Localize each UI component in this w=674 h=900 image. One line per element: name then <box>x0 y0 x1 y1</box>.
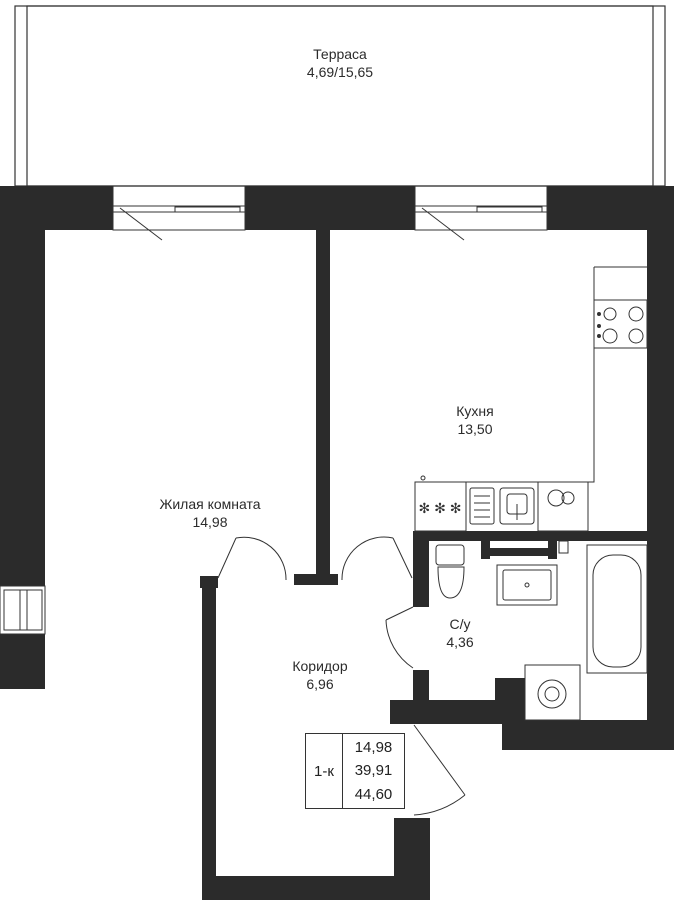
corridor-label: Коридор 6,96 <box>270 657 370 693</box>
kitchen-area: 13,50 <box>457 421 493 437</box>
doors <box>217 536 466 816</box>
kitchen-counter: ✻ ✻ ✻ <box>414 266 648 532</box>
area-with-terrace-value: 44,60 <box>354 785 393 803</box>
corridor-area: 6,96 <box>306 676 334 692</box>
living-room-label: Жилая комната 14,98 <box>140 495 280 531</box>
bathroom-name: С/у <box>449 616 471 632</box>
living-room-area: 14,98 <box>192 514 228 530</box>
walls <box>0 186 674 900</box>
bathroom-label: С/у 4,36 <box>430 615 490 651</box>
kitchen-label: Кухня 13,50 <box>425 402 525 438</box>
terrace-label: Терраса 4,69/15,65 <box>270 45 410 81</box>
apartment-type: 1-к <box>306 734 343 808</box>
terrace-area: 4,69/15,65 <box>306 64 374 80</box>
kitchen-name: Кухня <box>456 403 494 419</box>
living-area-value: 14,98 <box>354 739 393 757</box>
windows <box>0 185 548 635</box>
bathroom-area: 4,36 <box>446 634 474 650</box>
area-values: 14,98 39,91 44,60 <box>343 734 404 808</box>
living-room-name: Жилая комната <box>159 496 261 512</box>
terrace-name: Терраса <box>313 46 367 62</box>
bathroom-fixtures <box>435 540 648 721</box>
terrace-outline <box>14 5 666 187</box>
svg-text:✻ ✻ ✻: ✻ ✻ ✻ <box>419 500 462 516</box>
corridor-name: Коридор <box>292 658 348 674</box>
total-area-value: 39,91 <box>354 762 393 780</box>
area-legend: 1-к 14,98 39,91 44,60 <box>305 733 405 809</box>
